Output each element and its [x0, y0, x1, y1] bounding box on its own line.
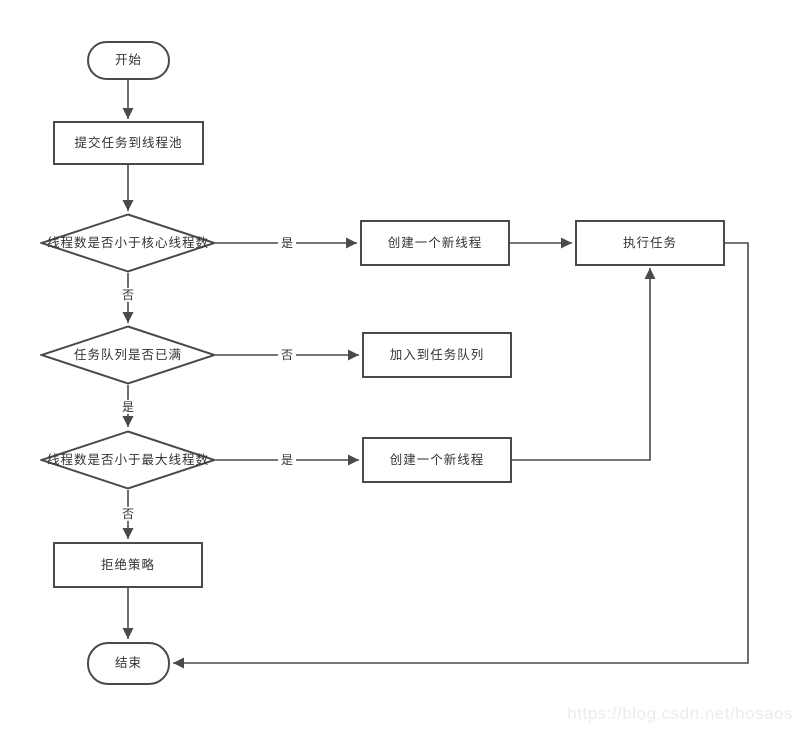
watermark-url: https://blog.csdn.net/hosaos: [567, 704, 793, 723]
execute-task-label: 执行任务: [622, 235, 677, 250]
edge-label-queue-no: 否: [277, 347, 297, 363]
submit-task-label: 提交任务到线程池: [74, 135, 183, 150]
flow-node-max-thread-check: 线程数是否小于最大线程数: [40, 430, 216, 490]
edge-label-max-no: 否: [118, 506, 138, 522]
flow-node-create-thread-2: 创建一个新线程: [362, 437, 512, 483]
create-thread-2-label: 创建一个新线程: [389, 452, 485, 467]
reject-policy-label: 拒绝策略: [100, 557, 155, 572]
queue-full-check-label: 任务队列是否已满: [73, 347, 182, 362]
edge-label-max-yes: 是: [277, 452, 297, 468]
diamond-outline-icon: [40, 430, 216, 490]
flow-node-submit-task: 提交任务到线程池: [53, 121, 204, 165]
edge-label-core-no: 否: [118, 287, 138, 303]
flow-node-enqueue-task: 加入到任务队列: [362, 332, 512, 378]
flow-node-create-thread-1: 创建一个新线程: [360, 220, 510, 266]
diamond-outline-icon: [40, 213, 216, 273]
edge-execute-to-end: [173, 242, 749, 669]
create-thread-1-label: 创建一个新线程: [387, 235, 483, 250]
core-thread-check-label: 线程数是否小于核心线程数: [46, 235, 209, 250]
enqueue-task-label: 加入到任务队列: [389, 347, 485, 362]
diamond-outline-icon: [40, 325, 216, 385]
start-label: 开始: [114, 53, 142, 68]
flow-node-start: 开始: [87, 41, 170, 80]
flow-node-queue-full-check: 任务队列是否已满: [40, 325, 216, 385]
flow-node-core-thread-check: 线程数是否小于核心线程数: [40, 213, 216, 273]
flow-node-end: 结束: [87, 642, 170, 685]
end-label: 结束: [114, 656, 142, 671]
edge-label-core-yes: 是: [277, 235, 297, 251]
edge-create-thread-2-to-execute: [512, 268, 656, 461]
flow-node-reject-policy: 拒绝策略: [53, 542, 203, 588]
edge-label-queue-yes: 是: [118, 399, 138, 415]
flow-node-execute-task: 执行任务: [575, 220, 725, 266]
max-thread-check-label: 线程数是否小于最大线程数: [46, 452, 209, 467]
